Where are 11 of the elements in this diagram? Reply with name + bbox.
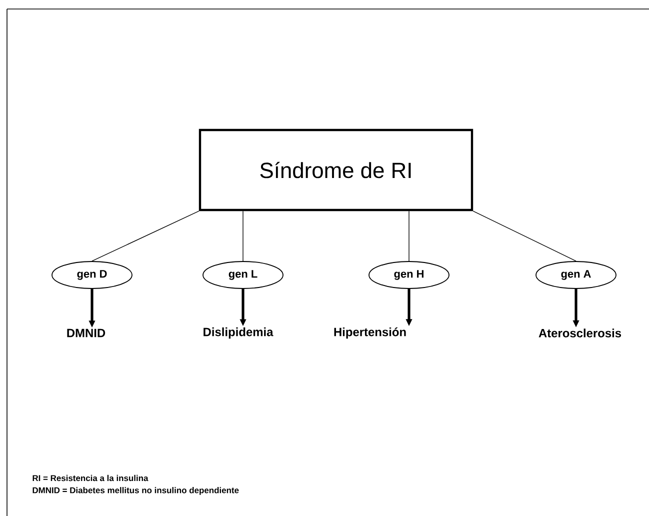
connector-line: [92, 210, 200, 262]
condition-label: Hipertensión: [334, 327, 406, 339]
condition-label: DMNID: [67, 328, 106, 338]
connector-line: [408, 210, 410, 262]
legend-note: RI = Resistencia a la insulina: [32, 474, 148, 482]
connector-line: [472, 210, 576, 262]
connector-line: [242, 210, 244, 262]
condition-label: Dislipidemia: [204, 327, 274, 339]
syndrome-box: Síndrome de RI: [198, 128, 474, 212]
condition-label: Aterosclerosis: [538, 328, 622, 338]
legend-note: DMNID = Diabetes mellitus no insulino dependiente: [32, 487, 239, 495]
